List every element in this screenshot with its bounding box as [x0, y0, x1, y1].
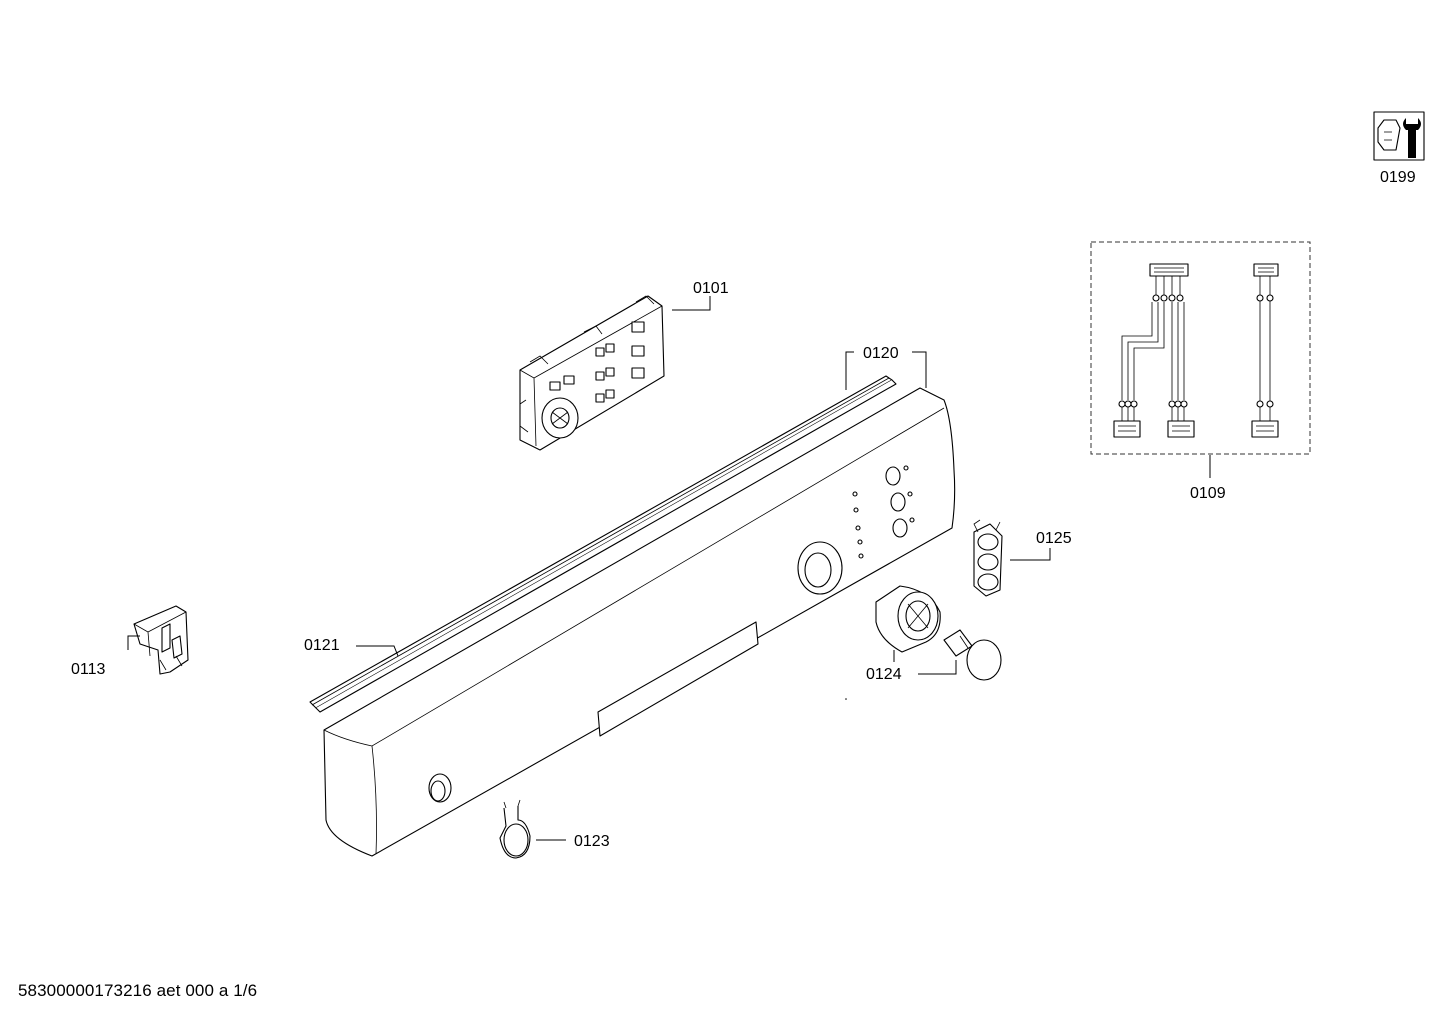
- part-label-0199: 0199: [1380, 169, 1416, 186]
- push-button[interactable]: [499, 799, 531, 859]
- control-module[interactable]: [519, 295, 665, 451]
- cable-harness-set[interactable]: [1090, 241, 1311, 455]
- connector-clip[interactable]: [133, 605, 189, 675]
- part-label-0124: 0124: [866, 666, 902, 683]
- service-tool-icon[interactable]: [1373, 111, 1425, 161]
- part-label-0121: 0121: [304, 637, 340, 654]
- part-label-0109: 0109: [1190, 485, 1226, 502]
- control-panel-fascia[interactable]: [323, 387, 956, 857]
- part-label-0123: 0123: [574, 833, 610, 850]
- knob-assembly[interactable]: [875, 585, 1002, 681]
- part-label-0101: 0101: [693, 280, 729, 297]
- seal-strip[interactable]: [309, 375, 897, 713]
- button-set[interactable]: [973, 519, 1003, 597]
- document-footer: 58300000173216 aet 000 a 1/6: [18, 981, 258, 1000]
- part-label-0120: 0120: [863, 345, 899, 362]
- part-label-0113: 0113: [71, 661, 106, 678]
- part-label-0125: 0125: [1036, 530, 1072, 547]
